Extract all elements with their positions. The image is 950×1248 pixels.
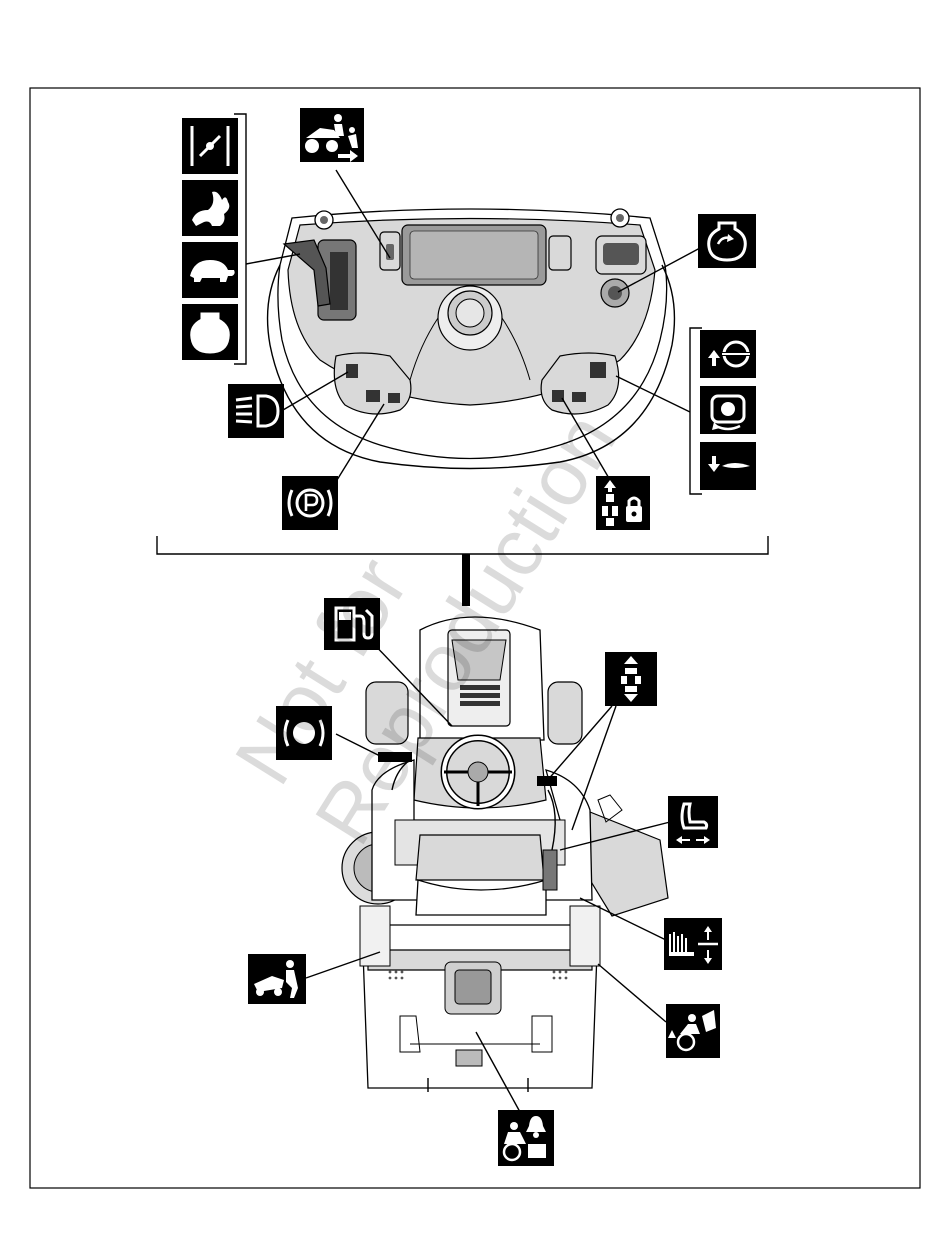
rear-bagger-icon: [666, 1004, 720, 1058]
turtle-slow-icon: [182, 242, 238, 298]
forward-reverse-drive-icon: [605, 652, 657, 706]
rabbit-fast-icon: [182, 180, 238, 236]
dashboard-panel: [268, 209, 675, 469]
pto-engage-icon: [700, 330, 756, 378]
seat-adjust-icon: [668, 796, 718, 848]
pto-run-icon: [700, 386, 756, 434]
cutting-height-icon: [664, 918, 722, 970]
parking-brake-icon: [282, 476, 338, 530]
reverse-mowing-operator-icon: [300, 108, 364, 162]
engine-start-icon: [698, 214, 756, 268]
throttle-choke-icon: [182, 118, 238, 174]
reverse-alarm-icon: [498, 1110, 554, 1166]
pto-disengage-icon: [700, 442, 756, 490]
headlight-icon: [228, 384, 284, 438]
mower-operator-walk-icon: [248, 954, 306, 1004]
engine-stop-icon: [182, 304, 238, 360]
